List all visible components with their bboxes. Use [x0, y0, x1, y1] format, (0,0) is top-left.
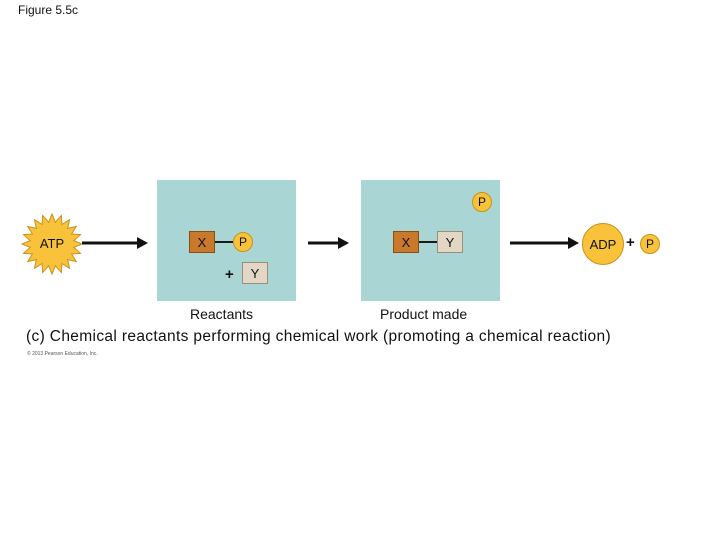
x-y-bond — [419, 241, 437, 243]
free-phosphate-label: P — [645, 237, 654, 251]
atp-starburst — [20, 212, 84, 276]
figure-caption: (c) Chemical reactants performing chemic… — [26, 328, 611, 345]
arrow-reactants-to-product — [308, 237, 349, 249]
product-caption: Product made — [380, 306, 468, 322]
reactant-x-molecule: X — [189, 231, 215, 253]
copyright-notice: © 2013 Pearson Education, Inc. — [27, 351, 98, 357]
product-y-molecule: Y — [437, 231, 463, 253]
reactants-caption: Reactants — [190, 306, 254, 322]
attached-phosphate-label: P — [238, 235, 247, 249]
adp-molecule: ADP — [582, 223, 624, 265]
reactant-x-label: X — [197, 234, 207, 250]
adp-plus: + — [626, 234, 635, 251]
adp-label: ADP — [589, 236, 617, 252]
free-phosphate: P — [640, 234, 660, 254]
reactants-plus: + — [225, 266, 234, 283]
figure-label: Figure 5.5c — [18, 3, 79, 17]
product-x-label: X — [401, 234, 411, 250]
released-phosphate: P — [472, 192, 492, 212]
arrow-product-to-adp — [510, 237, 579, 249]
x-p-bond — [215, 241, 233, 243]
reactant-y-molecule: Y — [242, 262, 268, 284]
reactants-panel — [157, 180, 296, 301]
released-phosphate-label: P — [477, 195, 486, 209]
attached-phosphate: P — [233, 232, 253, 252]
arrow-atp-to-reactants — [82, 237, 148, 249]
product-y-label: Y — [445, 234, 455, 250]
product-x-molecule: X — [393, 231, 419, 253]
reactant-y-label: Y — [250, 265, 260, 281]
atp-label: ATP — [39, 236, 65, 251]
